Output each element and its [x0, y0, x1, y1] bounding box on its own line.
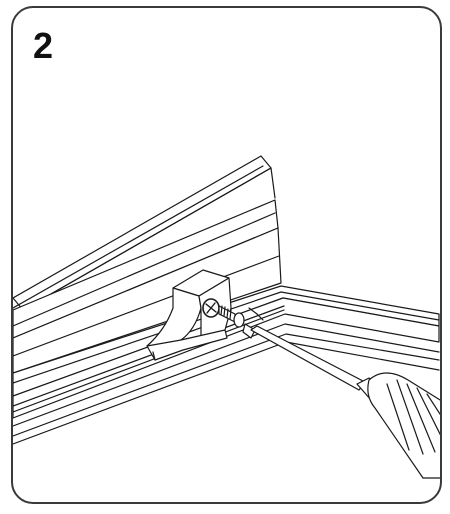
screw-icon	[202, 298, 245, 328]
step-number: 2	[33, 25, 54, 66]
screwdriver-icon	[242, 307, 440, 479]
instruction-panel: 2	[11, 6, 442, 504]
assembly-illustration	[13, 155, 440, 479]
